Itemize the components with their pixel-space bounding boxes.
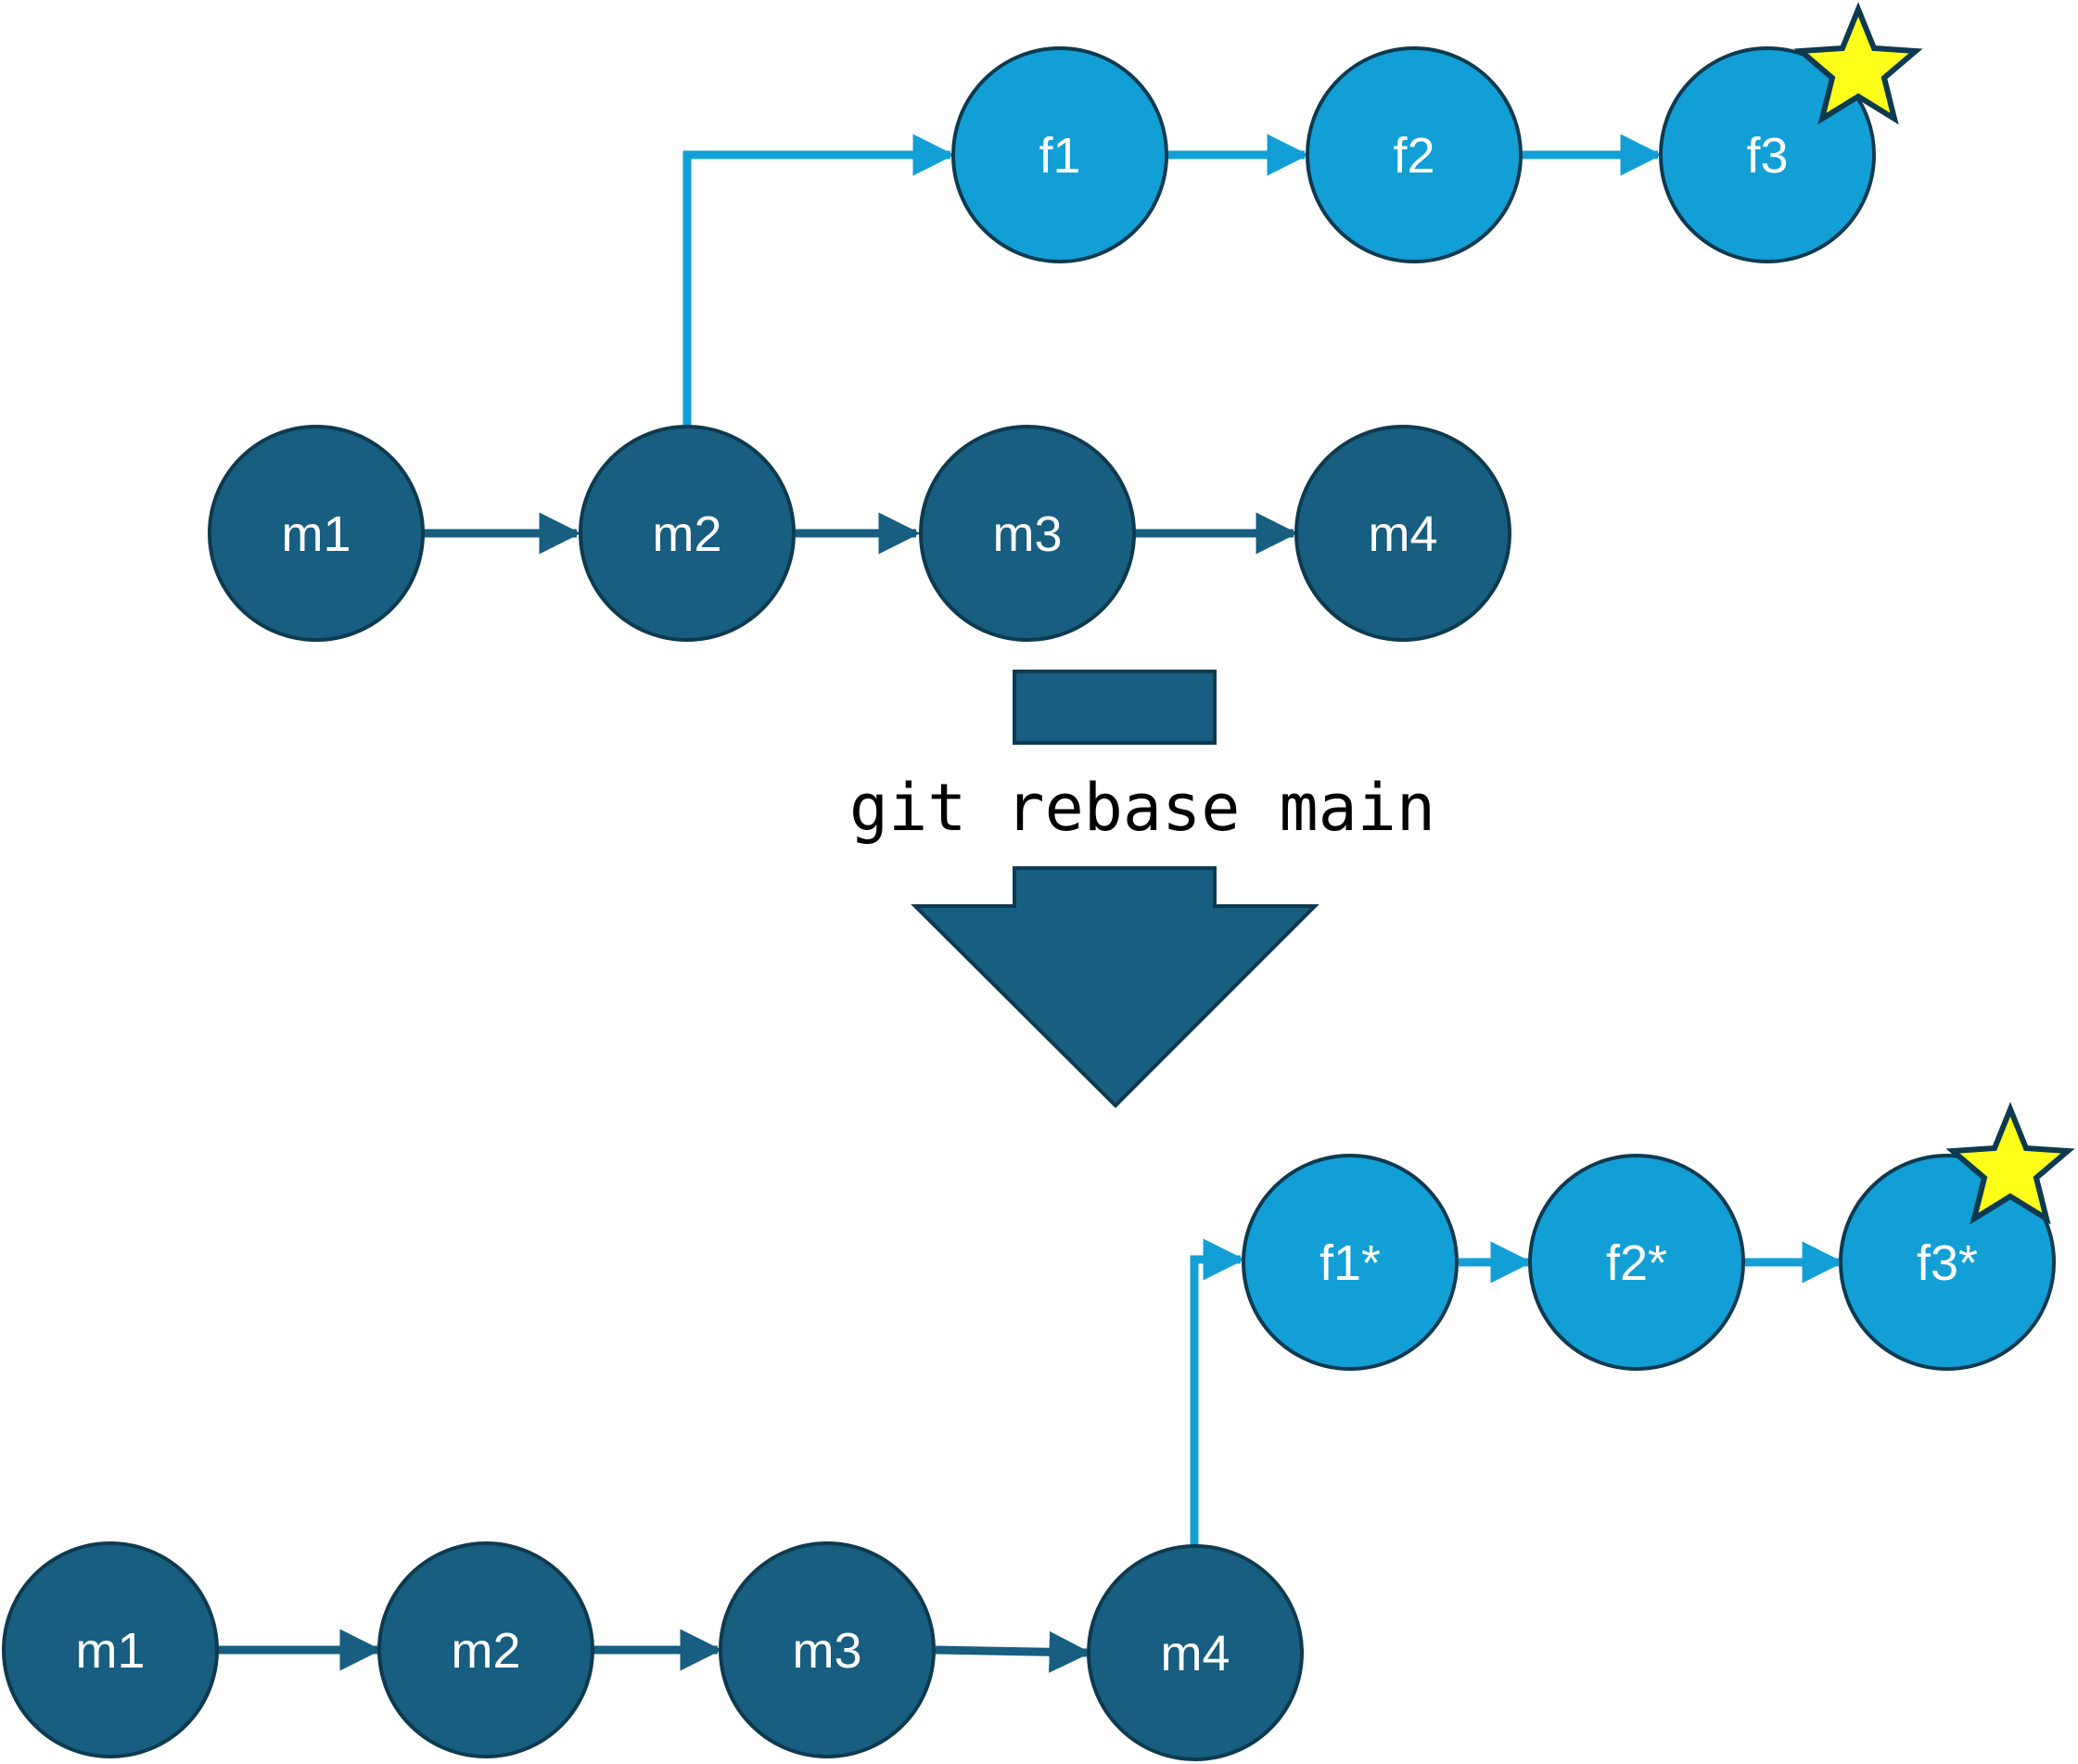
star-icon bbox=[1945, 1102, 2075, 1225]
commit-label: m1 bbox=[75, 1623, 145, 1679]
star-icon bbox=[1793, 2, 1923, 125]
after-edge-m3-m4 bbox=[935, 1630, 1091, 1673]
before-commit-f2: f2 bbox=[1306, 46, 1523, 263]
rebase-transition: git rebase main bbox=[849, 670, 1435, 1108]
after-edges bbox=[217, 1238, 1844, 1673]
commit-label: f3 bbox=[1746, 128, 1788, 184]
before-commit-m1: m1 bbox=[208, 425, 425, 642]
commit-label: m3 bbox=[792, 1623, 861, 1679]
commit-label: f1 bbox=[1039, 128, 1080, 184]
before-edges bbox=[423, 134, 1663, 555]
before-commit-m3: m3 bbox=[919, 425, 1136, 642]
after-commit-f1-star: f1* bbox=[1242, 1154, 1459, 1371]
after-commit-m3: m3 bbox=[719, 1541, 936, 1758]
before-branch-edge-m2-f1 bbox=[682, 134, 955, 427]
after-commit-m4: m4 bbox=[1087, 1544, 1304, 1761]
after-commit-f3-star: f3* bbox=[1839, 1154, 2056, 1371]
commit-label: f2* bbox=[1606, 1235, 1667, 1291]
commit-label: m3 bbox=[992, 506, 1062, 562]
down-arrow-icon bbox=[911, 866, 1319, 1108]
before-commit-f3: f3 bbox=[1659, 46, 1876, 263]
after-commit-m2: m2 bbox=[377, 1541, 594, 1758]
transition-bar bbox=[1013, 670, 1217, 745]
command-label: git rebase main bbox=[849, 770, 1435, 846]
commit-label: m1 bbox=[281, 506, 351, 562]
commit-label: f3* bbox=[1917, 1235, 1978, 1291]
commit-label: f2 bbox=[1393, 128, 1434, 184]
before-graph: m1 m2 m3 m4 f1 f2 f3 bbox=[208, 2, 1923, 642]
commit-label: m4 bbox=[1368, 506, 1437, 562]
after-commit-f2-star: f2* bbox=[1528, 1154, 1745, 1371]
commit-label: m4 bbox=[1160, 1626, 1230, 1681]
commit-label: m2 bbox=[652, 506, 721, 562]
after-commit-m1: m1 bbox=[2, 1541, 219, 1758]
before-commit-m2: m2 bbox=[579, 425, 796, 642]
after-branch-edge-m4-f1 bbox=[1190, 1238, 1245, 1545]
after-graph: m1 m2 m3 m4 f1* f2* f3* bbox=[2, 1102, 2075, 1761]
before-commit-f1: f1 bbox=[951, 46, 1168, 263]
commit-label: f1* bbox=[1319, 1235, 1381, 1291]
before-commit-m4: m4 bbox=[1294, 425, 1511, 642]
commit-label: m2 bbox=[451, 1623, 520, 1679]
